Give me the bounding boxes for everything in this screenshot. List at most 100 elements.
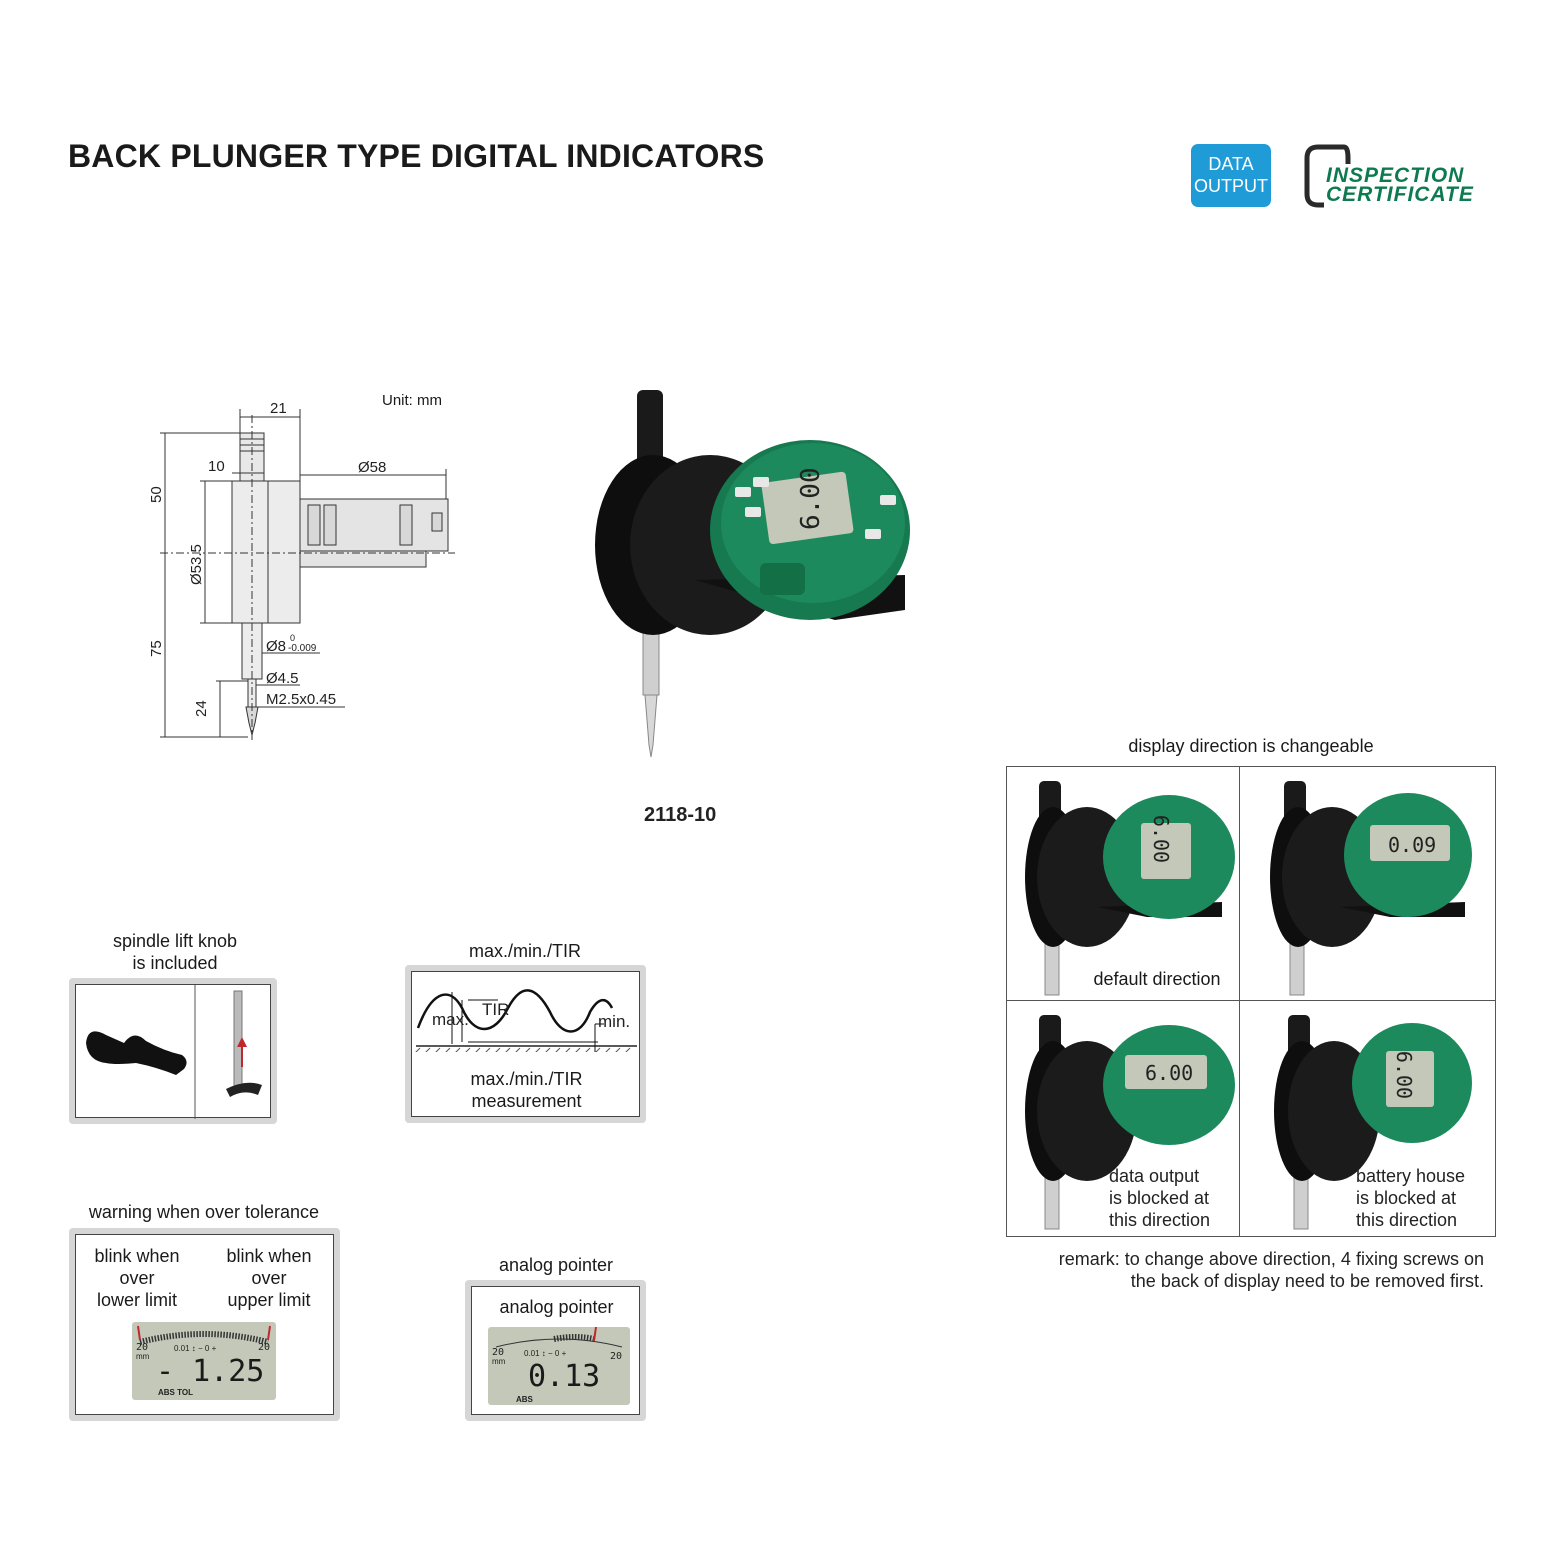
warn-right-line-3: upper limit: [227, 1290, 311, 1310]
analog-frame: analog pointer 20 mm 0.01 ↕ − 0 + 20 0.1…: [465, 1280, 646, 1421]
warn-frame: blink when over lower limit blink when o…: [69, 1228, 340, 1421]
analog-panel: analog pointer 20 mm 0.01 ↕ − 0 + 20 0.1…: [471, 1286, 640, 1415]
dim-24: 24: [193, 700, 210, 717]
dimension-drawing: 21 10 Ø58 50 Ø53.5 75 24 Ø8 0 -0.009 Ø4.…: [148, 400, 455, 740]
analog-lcd-scale: [495, 1327, 623, 1348]
direction-data-output-blocked: 6.00 data output is blocked at this dire…: [1007, 1001, 1239, 1233]
dim-8-tol-lower: -0.009: [288, 643, 317, 654]
warn-scale-unit: mm: [136, 1352, 150, 1361]
reading-d: 6.00: [1392, 1050, 1417, 1100]
tir-caption: max./min./TIR measurement: [412, 1068, 641, 1112]
reading-c: 6.00: [1145, 1061, 1194, 1085]
badge-line-1: DATA: [1208, 154, 1254, 174]
lift-knob: [637, 390, 663, 470]
tir-min-label: min.: [598, 1012, 631, 1031]
indicator-default-image: [1025, 781, 1235, 996]
cell4-line-1: battery house: [1356, 1166, 1466, 1186]
cell3-caption: data output is blocked at this direction: [1109, 1165, 1210, 1231]
model-number: 2118-10: [644, 804, 717, 826]
unit-label: Unit: mm: [382, 392, 442, 409]
pointer-marker-icon: [593, 1327, 597, 1342]
dim-8: Ø8: [266, 638, 286, 655]
spindle-frame: [69, 978, 277, 1124]
warn-left-line-3: lower limit: [96, 1290, 177, 1310]
direction-battery-blocked: 6.00 battery house is blocked at this di…: [1240, 1001, 1472, 1233]
warn-scale-right: 20: [258, 1342, 271, 1353]
spindle-panel: [75, 984, 271, 1119]
remark-text: remark: to change above direction, 4 fix…: [1014, 1248, 1484, 1292]
spindle-title-line-2: is included: [132, 953, 218, 973]
analog-lcd: 20 mm 0.01 ↕ − 0 + 20 0.13 ABS: [488, 1327, 630, 1405]
lcd-reading: 6.00: [796, 467, 826, 530]
spindle-title: spindle lift knob is included: [80, 930, 270, 974]
tir-caption-line-1: max./min./TIR: [470, 1069, 583, 1089]
up-arrow-icon: [237, 1037, 247, 1047]
data-output-badge: DATA OUTPUT: [1191, 144, 1271, 207]
cert-line-1: INSPECTION: [1326, 164, 1465, 187]
remark-line-2: the back of display need to be removed f…: [1130, 1271, 1484, 1291]
cell4-line-2: is blocked at: [1356, 1188, 1457, 1208]
direction-default: 6.00 default direction: [1007, 767, 1239, 999]
analog-scale-left: 20: [492, 1347, 505, 1358]
reading-b: 0.09: [1388, 833, 1437, 857]
warn-left-text: blink when over lower limit: [82, 1245, 192, 1311]
warn-panel: blink when over lower limit blink when o…: [75, 1234, 334, 1415]
cell3-line-3: this direction: [1109, 1210, 1211, 1230]
cell3-line-1: data output: [1109, 1166, 1200, 1186]
cert-line-2: CERTIFICATE: [1326, 183, 1474, 206]
tir-title: max./min./TIR: [468, 941, 581, 961]
warn-lcd-scale: [137, 1325, 271, 1345]
inspection-certificate-logo: INSPECTION CERTIFICATE: [1304, 144, 1496, 208]
warn-title: warning when over tolerance: [88, 1202, 320, 1222]
tir-max-label: max.: [432, 1010, 469, 1029]
warn-left-line-1: blink when: [94, 1246, 180, 1266]
dim-58: Ø58: [358, 459, 386, 476]
warn-right-line-1: blink when: [226, 1246, 312, 1266]
badge-line-2: OUTPUT: [1194, 176, 1268, 196]
warn-abs-tol: ABS TOL: [158, 1388, 193, 1397]
warn-left-line-2: over: [119, 1268, 155, 1288]
analog-abs: ABS: [516, 1395, 533, 1404]
lift-knob-illustration: [86, 985, 262, 1119]
indicator-rotated-270-image: [1274, 1015, 1472, 1230]
warn-right-text: blink when over upper limit: [214, 1245, 324, 1311]
dim-75: 75: [148, 640, 165, 657]
tir-caption-line-2: measurement: [471, 1091, 582, 1111]
page-title: BACK PLUNGER TYPE DIGITAL INDICATORS: [68, 138, 765, 174]
remark-line-1: remark: to change above direction, 4 fix…: [1058, 1249, 1484, 1269]
lcd-screen: [761, 471, 854, 545]
dim-10: 10: [208, 458, 225, 475]
warn-reading: - 1.25: [156, 1354, 265, 1389]
directions-title: display direction is changeable: [1128, 736, 1374, 756]
analog-inner-label: analog pointer: [499, 1297, 614, 1317]
dim-21: 21: [270, 400, 287, 417]
indicator-rotated-image: [1270, 781, 1472, 996]
dim-53: Ø53.5: [188, 544, 205, 585]
cell3-line-2: is blocked at: [1109, 1188, 1210, 1208]
analog-scale-right: 20: [610, 1351, 623, 1362]
dim-thread: M2.5x0.45: [266, 691, 336, 708]
dim-50: 50: [148, 486, 165, 503]
cell1-caption: default direction: [1093, 969, 1221, 989]
cell4-caption: battery house is blocked at this directi…: [1356, 1165, 1465, 1231]
analog-scale-mid: 0.01 ↕ − 0 +: [524, 1349, 567, 1358]
direction-rotated-90: 0.09: [1240, 767, 1472, 999]
dim-8-tol-upper: 0: [290, 633, 295, 643]
warn-lcd: 20 mm 0.01 ↕ − 0 + 20 - 1.25 ABS TOL: [132, 1322, 276, 1400]
warn-right-line-2: over: [251, 1268, 287, 1288]
indicator-upside-image: [1025, 1015, 1235, 1230]
analog-title: analog pointer: [498, 1255, 614, 1275]
reading-a: 6.00: [1149, 814, 1174, 864]
product-image: 6.00: [595, 390, 910, 758]
warn-scale-mid: 0.01 ↕ − 0 +: [174, 1344, 217, 1353]
tir-frame: max. TIR min. max./min./TIR measurement: [405, 965, 646, 1123]
dim-45: Ø4.5: [266, 670, 299, 687]
warn-scale-left: 20: [136, 1342, 149, 1353]
tir-panel: max. TIR min. max./min./TIR measurement: [411, 971, 640, 1117]
directions-grid: 6.00 default direction 0.09 6.00 data ou…: [1006, 766, 1496, 1237]
cell4-line-3: this direction: [1356, 1210, 1458, 1230]
spindle-title-line-1: spindle lift knob: [112, 931, 238, 951]
tir-tir-label: TIR: [482, 1000, 510, 1019]
analog-reading: 0.13: [528, 1359, 601, 1394]
certificate-frame-icon: [1304, 144, 1351, 208]
